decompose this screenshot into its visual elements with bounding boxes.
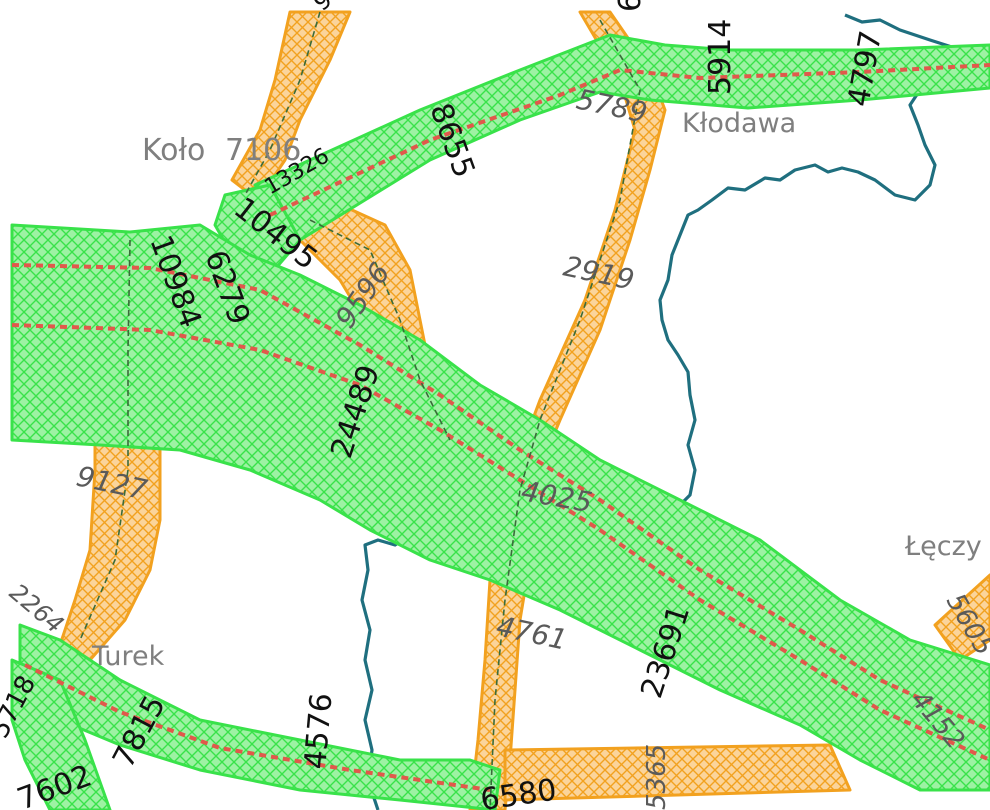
- road-band-orange-east: [933, 573, 990, 662]
- traffic-label-6520: 6520: [613, 0, 648, 12]
- road-band-orange-southeast: [503, 743, 852, 802]
- road-axis-west-orange: [79, 239, 131, 641]
- road-axis-center-orange: [309, 219, 451, 441]
- road-axis-north-orange: [244, 11, 321, 196]
- road-band-green-turek-south: [10, 658, 112, 810]
- traffic-label-4576: 4576: [298, 692, 340, 771]
- traffic-label-5365: 5365: [642, 744, 672, 810]
- road-band-green-west-main: [10, 223, 990, 792]
- road-axis-west-main-south: [11, 323, 990, 762]
- road-axis-west-main-north: [11, 263, 990, 732]
- road-band-green-northeast: [253, 33, 990, 242]
- traffic-label-kolo: 7106: [225, 133, 301, 168]
- traffic-label-5914: 5914: [703, 19, 738, 95]
- place-label-kolo: Koło: [142, 133, 205, 168]
- place-label-leczyca: Łęczy: [904, 531, 982, 562]
- road-band-green-turek-east: [18, 623, 502, 810]
- place-label-klodawa: Kłodawa: [682, 108, 796, 139]
- place-label-turek: Turek: [91, 641, 165, 672]
